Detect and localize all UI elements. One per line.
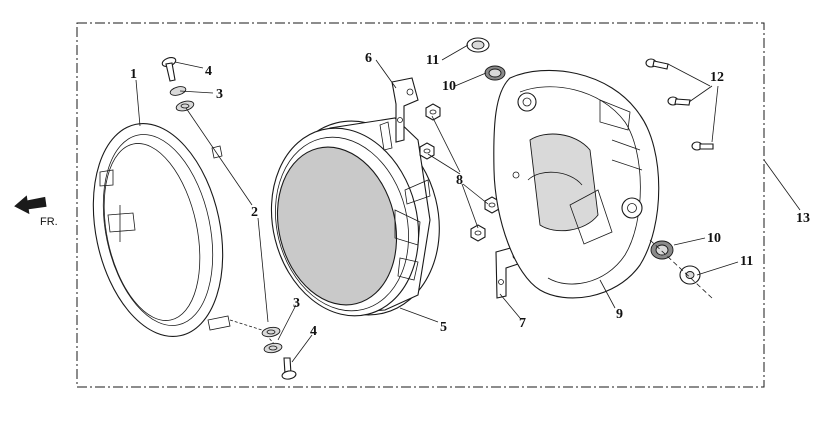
cap-upper [466,37,490,53]
callout-stay-lower: 7 [519,316,526,331]
cap-lower [679,265,701,285]
headlight-rim-ring [92,123,231,337]
bolt-2 [667,96,691,106]
assembly-boundary [76,22,765,388]
grommet-upper [484,65,506,81]
headlight-case [493,69,660,299]
washer-lower [263,342,283,354]
callout-bolts: 12 [710,70,724,85]
hex-nut-4 [470,224,486,242]
bolt-3 [691,141,714,151]
headlight-unit [270,117,440,317]
callout-nuts-group: 8 [456,173,463,188]
front-direction-arrow-icon [14,195,47,215]
bolt-1 [645,58,669,70]
nut-lower [261,326,281,338]
callout-screw-upper: 4 [205,64,212,79]
callout-case: 9 [616,307,623,322]
nut-upper [169,86,187,96]
grommet-lower [650,240,674,260]
washer-upper [175,100,195,112]
hex-nut-2 [419,142,435,160]
callout-screw-lower: 4 [310,324,317,339]
callout-washer-upper: 2 [251,205,258,220]
callout-grommet-upper: 10 [442,79,456,94]
front-direction-label: FR. [40,216,58,228]
leader-lines [135,44,801,363]
callout-cap-upper: 11 [426,53,439,68]
callout-grommet-lower: 10 [707,231,721,246]
callout-assembly: 13 [796,211,810,226]
callout-stay-upper: 6 [365,51,372,66]
callout-headlight-unit: 5 [440,320,447,335]
callout-cap-lower: 11 [740,254,753,269]
callout-nut-lower: 3 [293,296,300,311]
callout-nut-upper: 3 [216,87,223,102]
screw-lower [281,357,297,380]
mounting-stay-upper [391,77,419,143]
callout-ring: 1 [130,67,137,82]
screw-upper [161,56,177,82]
hex-nut-1 [425,103,441,121]
